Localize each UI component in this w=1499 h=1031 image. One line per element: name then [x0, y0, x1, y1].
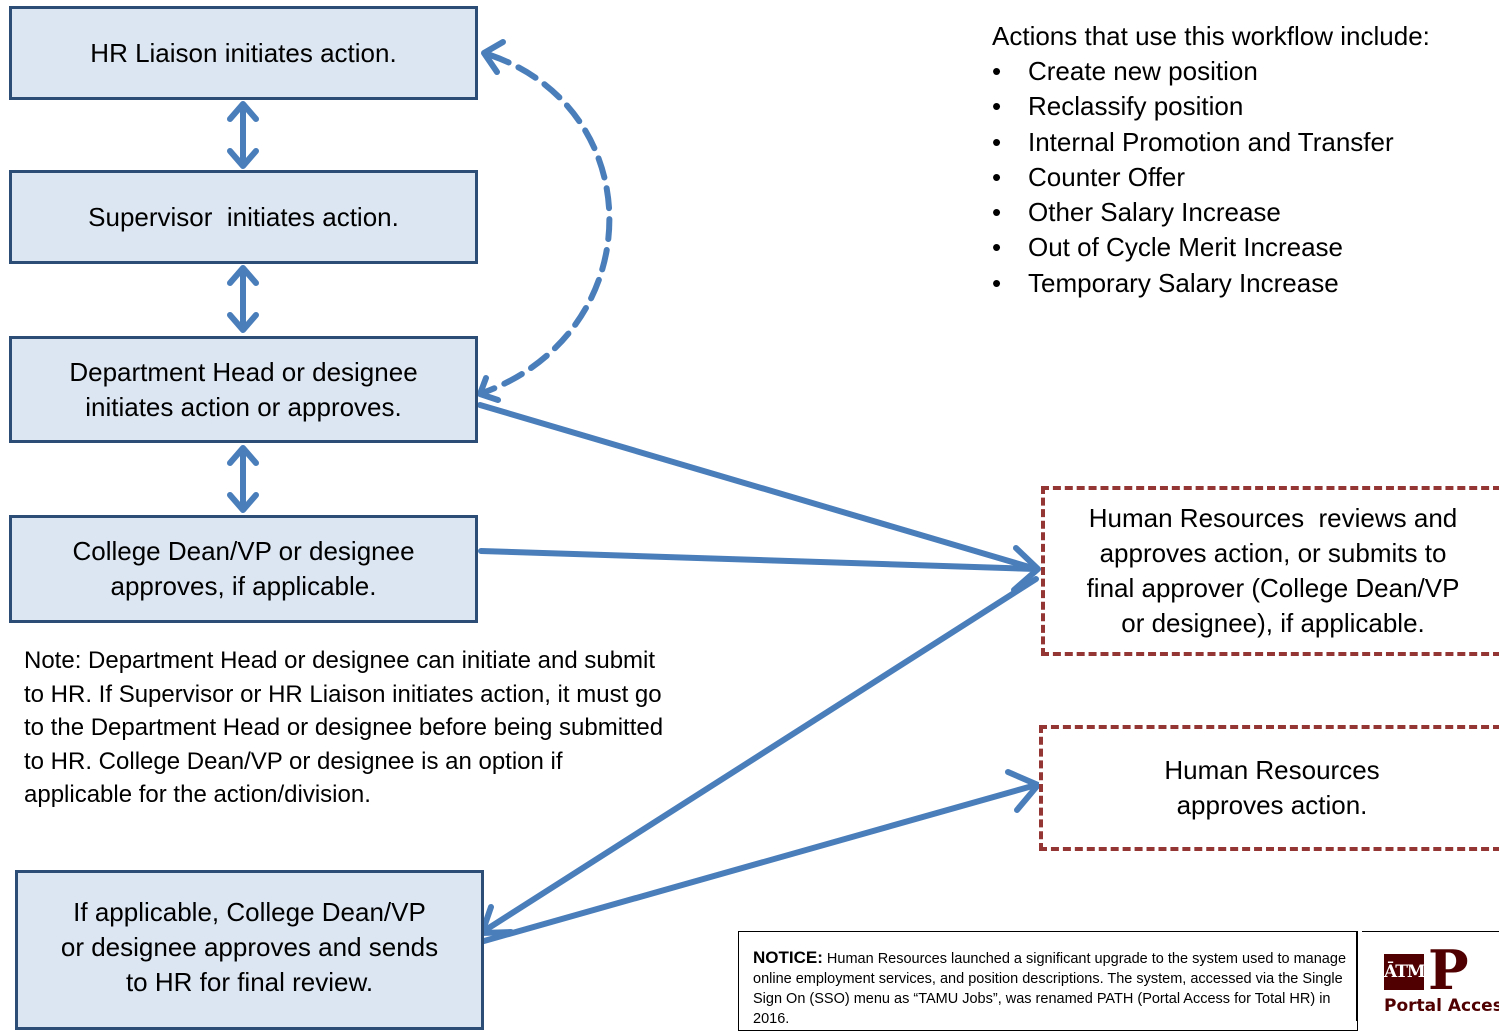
college-dean-box: College Dean/VP or designee approves, if… [9, 515, 478, 623]
hr-approve-line-1: Human Resources [1164, 755, 1380, 785]
tamu-logo-icon: ĀTM [1384, 954, 1426, 990]
actions-list-panel: Actions that use this workflow include: … [992, 19, 1492, 301]
action-item: •Other Salary Increase [992, 195, 1492, 230]
notice-title: NOTICE: [753, 948, 823, 967]
hr-review-line-2: approves action, or submits to [1099, 538, 1447, 568]
arrow-dean-to-hr-review [478, 545, 1041, 593]
notice-panel: NOTICE: Human Resources launched a signi… [738, 931, 1358, 1031]
dashed-return-arrow [477, 39, 613, 403]
action-item: •Temporary Salary Increase [992, 266, 1492, 301]
double-arrow-depthead-dean [227, 445, 259, 513]
bullet-icon: • [992, 56, 1002, 86]
hr-review-line-4: or designee), if applicable. [1121, 608, 1425, 638]
hr-liaison-box: HR Liaison initiates action. [9, 6, 478, 100]
college-dean-line-2: approves, if applicable. [110, 571, 377, 601]
supervisor-box: Supervisor initiates action. [9, 170, 478, 264]
actions-list: •Create new position •Reclassify positio… [992, 54, 1492, 301]
bullet-icon: • [992, 197, 1002, 228]
department-head-line-1: Department Head or designee [69, 356, 418, 387]
hr-review-line-1: Human Resources reviews and [1088, 503, 1458, 533]
action-item: •Out of Cycle Merit Increase [992, 230, 1492, 265]
bullet-icon: • [992, 91, 1002, 122]
final-dean-approval-box: If applicable, College Dean/VP or design… [15, 870, 484, 1030]
action-item: •Reclassify position [992, 89, 1492, 124]
college-dean-line-1: College Dean/VP or designee [72, 536, 415, 566]
final-approval-line-1: If applicable, College Dean/VP [73, 897, 426, 927]
hr-approve-box: Human Resources approves action. [1039, 725, 1499, 851]
portal-access-caption: Portal Access [1384, 996, 1499, 1016]
final-approval-line-3: to HR for final review. [125, 967, 374, 997]
action-item: •Internal Promotion and Transfer [992, 125, 1492, 160]
hr-liaison-text: HR Liaison initiates action. [90, 37, 397, 68]
action-item: •Create new position [992, 54, 1492, 89]
action-item: •Counter Offer [992, 160, 1492, 195]
hr-review-line-3: final approver (College Dean/VP [1086, 573, 1460, 603]
bullet-icon: • [992, 126, 1002, 157]
arrow-final-to-hr-approve [481, 769, 1041, 944]
department-head-line-2: initiates action or approves. [85, 391, 402, 422]
notice-text: Human Resources launched a significant u… [753, 951, 1347, 1027]
supervisor-text: Supervisor initiates action. [88, 201, 399, 232]
workflow-note: Note: Department Head or designee can in… [24, 647, 664, 808]
hr-approve-line-2: approves action. [1176, 790, 1368, 820]
notice-divider [1356, 931, 1358, 1021]
arrow-depthead-to-hr-review [477, 402, 1039, 572]
final-approval-line-2: or designee approves and sends [60, 932, 439, 962]
path-p-letter: P [1428, 938, 1469, 1002]
bullet-icon: • [992, 232, 1002, 263]
actions-title: Actions that use this workflow include: [992, 21, 1430, 51]
department-head-box: Department Head or designee initiates ac… [9, 336, 478, 443]
hr-review-box: Human Resources reviews and approves act… [1041, 486, 1499, 656]
path-logo: ĀTM P Portal Access [1362, 931, 1499, 1021]
bullet-icon: • [992, 267, 1002, 298]
bullet-icon: • [992, 161, 1002, 192]
double-arrow-supervisor-depthead [227, 265, 259, 333]
double-arrow-liaison-supervisor [227, 101, 259, 169]
